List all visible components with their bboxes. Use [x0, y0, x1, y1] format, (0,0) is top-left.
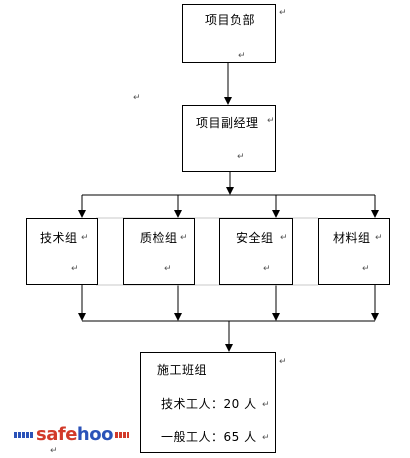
paragraph-mark: ↵: [262, 433, 270, 443]
paragraph-mark: ↵: [238, 51, 246, 61]
node-deputy-manager: 项目副经理 ↵: [182, 105, 276, 172]
paragraph-mark: ↵: [267, 116, 275, 126]
node-safety-group: 安全组 ↵ ↵: [219, 218, 293, 285]
paragraph-mark: ↵: [50, 446, 58, 456]
watermark-dots-left: [14, 432, 34, 438]
watermark-text-safe: safe: [36, 424, 77, 445]
node-material-group-label: 材料组: [333, 231, 371, 245]
paragraph-mark: ↵: [164, 264, 172, 274]
skilled-workers-count: 技术工人：20 人: [161, 397, 257, 411]
paragraph-mark: ↵: [133, 93, 141, 103]
paragraph-mark: ↵: [262, 400, 270, 410]
node-tech-group: 技术组 ↵ ↵: [26, 218, 98, 285]
node-construction-team: 施工班组 技术工人：20 人 一般工人：65 人 ↵ ↵: [140, 352, 276, 453]
paragraph-mark: ↵: [375, 233, 383, 243]
node-quality-group: 质检组 ↵ ↵: [123, 218, 195, 285]
paragraph-mark: ↵: [280, 233, 288, 243]
paragraph-mark: ↵: [81, 233, 89, 243]
paragraph-mark: ↵: [180, 233, 188, 243]
paragraph-mark: ↵: [362, 264, 370, 274]
general-workers-count: 一般工人：65 人: [161, 430, 257, 444]
node-tech-group-label: 技术组: [40, 231, 78, 245]
paragraph-mark: ↵: [279, 357, 287, 367]
paragraph-mark: ↵: [237, 152, 245, 162]
paragraph-mark: ↵: [263, 264, 271, 274]
node-project-manager: 项目负部 ↵: [182, 4, 276, 63]
watermark-dots-right: [114, 432, 129, 438]
node-construction-team-label: 施工班组: [157, 363, 208, 377]
paragraph-mark: ↵: [71, 264, 79, 274]
node-project-manager-label: 项目负部: [205, 13, 256, 27]
site-watermark-logo: safehoo: [14, 425, 131, 445]
node-quality-group-label: 质检组: [140, 231, 178, 245]
paragraph-mark: ↵: [279, 8, 287, 18]
node-safety-group-label: 安全组: [236, 231, 274, 245]
node-deputy-manager-label: 项目副经理: [196, 116, 259, 130]
watermark-text-hoo: hoo: [76, 424, 114, 445]
node-material-group: 材料组 ↵ ↵: [318, 218, 390, 285]
